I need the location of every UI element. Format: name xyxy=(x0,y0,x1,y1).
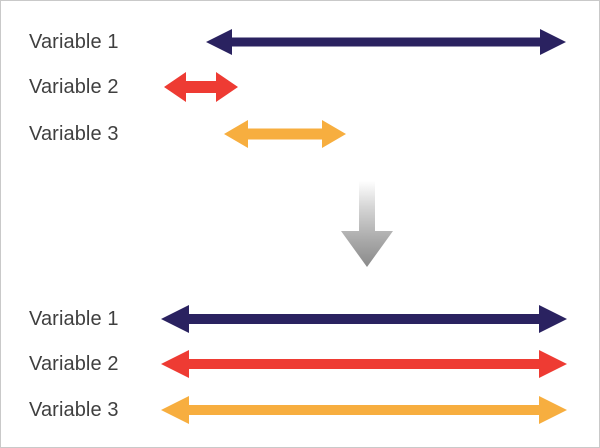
arrow-after-variable-1 xyxy=(161,296,567,342)
label-before-variable-2: Variable 2 xyxy=(29,76,119,98)
arrow-before-variable-3 xyxy=(224,111,346,157)
row-after-variable-2: Variable 2 xyxy=(1,341,599,387)
arrow-after-variable-2 xyxy=(161,341,567,387)
double-arrow-icon xyxy=(224,120,346,148)
down-arrow-gradient-icon xyxy=(341,181,393,267)
arrow-before-variable-2 xyxy=(164,64,238,110)
panel-after: Variable 1 Variable 2 Variable 3 xyxy=(1,291,599,447)
row-before-variable-2: Variable 2 xyxy=(1,64,599,110)
row-after-variable-3: Variable 3 xyxy=(1,387,599,433)
double-arrow-icon xyxy=(161,396,567,424)
double-arrow-icon xyxy=(161,305,567,333)
transition-down-arrow xyxy=(339,181,395,267)
arrow-before-variable-1 xyxy=(206,19,566,65)
arrow-after-variable-3 xyxy=(161,387,567,433)
row-before-variable-3: Variable 3 xyxy=(1,111,599,157)
double-arrow-icon xyxy=(206,29,566,55)
panel-before: Variable 1 Variable 2 Variable 3 xyxy=(1,1,599,171)
label-before-variable-3: Variable 3 xyxy=(29,123,119,145)
label-after-variable-3: Variable 3 xyxy=(29,399,119,421)
label-after-variable-1: Variable 1 xyxy=(29,308,119,330)
double-arrow-icon xyxy=(161,350,567,378)
label-before-variable-1: Variable 1 xyxy=(29,31,119,53)
row-after-variable-1: Variable 1 xyxy=(1,296,599,342)
row-before-variable-1: Variable 1 xyxy=(1,19,599,65)
label-after-variable-2: Variable 2 xyxy=(29,353,119,375)
double-arrow-icon xyxy=(164,72,238,102)
